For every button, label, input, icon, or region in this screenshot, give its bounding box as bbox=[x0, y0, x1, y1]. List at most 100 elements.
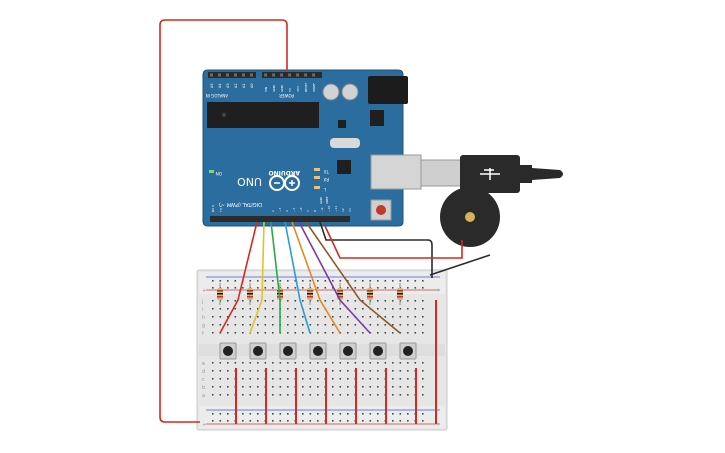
breadboard-hole bbox=[219, 386, 222, 388]
breadboard-hole bbox=[249, 394, 252, 396]
breadboard-hole bbox=[309, 394, 312, 396]
breadboard-hole bbox=[347, 332, 349, 334]
breadboard-hole bbox=[257, 370, 259, 372]
breadboard-hole bbox=[219, 308, 222, 310]
breadboard-hole bbox=[272, 316, 274, 318]
breadboard-hole bbox=[302, 362, 304, 364]
svg-text:~3: ~3 bbox=[278, 207, 282, 212]
breadboard-hole bbox=[257, 378, 259, 380]
breadboard-hole bbox=[347, 280, 349, 282]
breadboard-hole bbox=[414, 332, 417, 334]
breadboard-hole bbox=[294, 308, 297, 310]
on-led bbox=[209, 170, 214, 173]
breadboard-hole bbox=[332, 300, 334, 302]
breadboard-hole bbox=[332, 413, 334, 415]
breadboard-hole bbox=[227, 386, 229, 388]
breadboard-hole bbox=[294, 332, 297, 334]
svg-text:~10: ~10 bbox=[327, 206, 331, 212]
svg-text:~5: ~5 bbox=[292, 207, 296, 212]
breadboard-hole bbox=[354, 324, 357, 326]
breadboard-hole bbox=[377, 386, 379, 388]
breadboard-hole bbox=[407, 413, 409, 415]
breadboard-hole bbox=[362, 394, 364, 396]
rail-plus-label: + bbox=[202, 288, 206, 294]
breadboard-hole bbox=[227, 332, 229, 334]
breadboard-hole bbox=[422, 386, 424, 388]
breadboard-hole bbox=[399, 324, 402, 326]
breadboard-hole bbox=[242, 394, 244, 396]
breadboard-hole bbox=[279, 420, 282, 422]
breadboard-hole bbox=[234, 362, 237, 364]
push-button bbox=[309, 342, 327, 360]
svg-text:e: e bbox=[202, 361, 205, 367]
breadboard-hole bbox=[332, 332, 334, 334]
breadboard-hole bbox=[309, 324, 312, 326]
svg-text:f: f bbox=[202, 331, 204, 337]
breadboard-hole bbox=[272, 332, 274, 334]
breadboard-hole bbox=[242, 362, 244, 364]
breadboard-hole bbox=[257, 300, 259, 302]
breadboard-hole bbox=[354, 287, 357, 289]
push-button bbox=[369, 342, 387, 360]
breadboard-hole bbox=[407, 308, 409, 310]
breadboard-hole bbox=[302, 420, 304, 422]
breadboard-hole bbox=[369, 362, 372, 364]
breadboard-hole bbox=[287, 300, 289, 302]
breadboard-hole bbox=[257, 280, 259, 282]
breadboard-hole bbox=[362, 308, 364, 310]
breadboard-hole bbox=[227, 420, 229, 422]
breadboard-hole bbox=[324, 287, 327, 289]
svg-text:3V3: 3V3 bbox=[296, 86, 300, 92]
breadboard-hole bbox=[362, 362, 364, 364]
breadboard-hole bbox=[414, 362, 417, 364]
svg-text:RESET: RESET bbox=[304, 82, 308, 92]
breadboard-hole bbox=[257, 420, 259, 422]
svg-text:RX 0: RX 0 bbox=[211, 205, 215, 212]
breadboard-hole bbox=[264, 362, 267, 364]
svg-text:d: d bbox=[202, 369, 205, 375]
breadboard-hole bbox=[384, 308, 387, 310]
breadboard-hole bbox=[347, 394, 349, 396]
analog-pin-labels: A5 A4 A3 A2 A1 A0 bbox=[210, 83, 254, 88]
breadboard-hole bbox=[369, 316, 372, 318]
breadboard-hole bbox=[377, 394, 379, 396]
breadboard-hole bbox=[234, 324, 237, 326]
wire-pin-6 bbox=[305, 221, 401, 334]
breadboard-hole bbox=[377, 362, 379, 364]
wire-buzzer-return bbox=[429, 254, 491, 276]
breadboard-hole bbox=[309, 420, 312, 422]
breadboard-hole bbox=[392, 413, 394, 415]
breadboard-hole bbox=[287, 287, 289, 289]
breadboard-hole bbox=[377, 287, 379, 289]
breadboard-hole bbox=[302, 394, 304, 396]
breadboard-hole bbox=[362, 300, 364, 302]
breadboard-hole bbox=[257, 413, 259, 415]
resistor bbox=[247, 283, 253, 305]
breadboard-hole bbox=[339, 413, 342, 415]
breadboard-hole bbox=[407, 394, 409, 396]
breadboard-hole bbox=[384, 280, 387, 282]
breadboard-hole bbox=[317, 332, 319, 334]
breadboard-hole bbox=[392, 324, 394, 326]
svg-text:A4: A4 bbox=[218, 83, 222, 88]
breadboard-hole bbox=[287, 324, 289, 326]
breadboard-hole bbox=[257, 287, 259, 289]
breadboard-hole bbox=[242, 300, 244, 302]
breadboard-hole bbox=[279, 280, 282, 282]
breadboard-hole bbox=[219, 378, 222, 380]
breadboard-hole bbox=[227, 378, 229, 380]
breadboard-hole bbox=[332, 316, 334, 318]
breadboard-hole bbox=[302, 378, 304, 380]
breadboard-hole bbox=[347, 370, 349, 372]
breadboard-hole bbox=[309, 378, 312, 380]
breadboard-hole bbox=[242, 378, 244, 380]
breadboard-hole bbox=[219, 394, 222, 396]
breadboard-hole bbox=[249, 386, 252, 388]
breadboard-hole bbox=[422, 324, 424, 326]
svg-text:TX 1: TX 1 bbox=[219, 205, 223, 213]
breadboard-hole bbox=[369, 280, 372, 282]
breadboard-hole bbox=[399, 362, 402, 364]
svg-text:~6: ~6 bbox=[299, 207, 303, 212]
breadboard-hole bbox=[309, 362, 312, 364]
wires bbox=[159, 19, 491, 423]
